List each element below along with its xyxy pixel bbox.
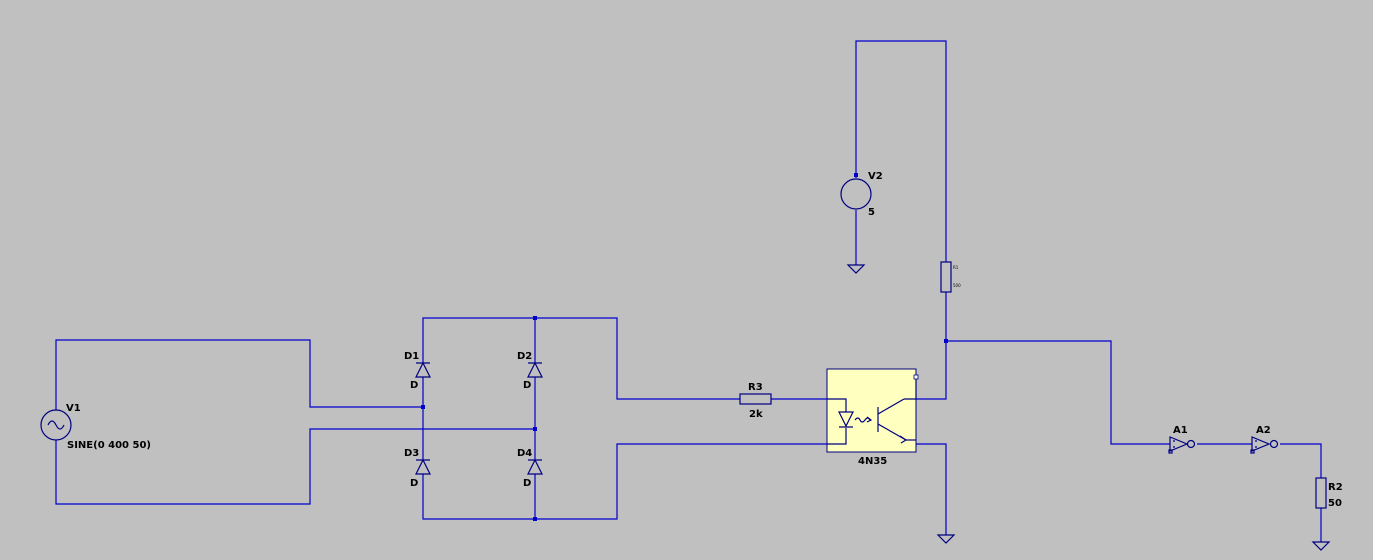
junction-dot — [533, 316, 537, 320]
diode-d1[interactable]: D1 D — [404, 351, 431, 391]
junctions — [421, 173, 948, 521]
resistor-r1[interactable]: R1 500 — [940, 261, 961, 293]
r3-value-label: 2k — [749, 409, 763, 420]
v2-name-label: V2 — [868, 171, 883, 182]
ground-symbol-opto — [936, 534, 956, 544]
inverter-a1[interactable]: A1 — [1168, 425, 1196, 454]
wires — [55, 40, 1322, 542]
junction-dot — [421, 405, 425, 409]
d1-name-label: D1 — [404, 351, 419, 362]
junction-dot — [944, 339, 948, 343]
junction-dot — [854, 173, 858, 177]
d3-model-label: D — [410, 478, 418, 489]
r2-value-label: 50 — [1328, 498, 1342, 509]
wire-emitter-gnd — [916, 443, 947, 535]
wire-v1-top — [55, 339, 423, 410]
d4-model-label: D — [523, 478, 531, 489]
v1-value-label: SINE(0 400 50) — [67, 440, 151, 451]
v2-value-label: 5 — [868, 207, 875, 218]
ground-symbol-r2 — [1311, 541, 1331, 551]
d2-model-label: D — [523, 380, 531, 391]
wire-collector — [916, 292, 947, 400]
r2-name-label: R2 — [1328, 482, 1343, 493]
resistor-r2[interactable]: R2 50 — [1315, 477, 1343, 509]
v1-name-label: V1 — [66, 403, 81, 414]
a2-name-label: A2 — [1256, 425, 1271, 436]
diode-d2[interactable]: D2 D — [517, 351, 543, 391]
d1-model-label: D — [410, 380, 418, 391]
wire-output — [946, 340, 1170, 445]
r1-name-label: R1 — [953, 265, 959, 270]
r1-value-label: 500 — [953, 283, 961, 288]
u1-model-label: 4N35 — [858, 456, 887, 467]
inverter-a2[interactable]: A2 — [1250, 425, 1279, 454]
voltage-source-v2[interactable]: V2 5 — [840, 171, 883, 218]
r3-name-label: R3 — [748, 382, 763, 393]
ground-symbol-v2 — [846, 264, 866, 274]
d3-name-label: D3 — [404, 448, 419, 459]
wire-a2-r2 — [1280, 443, 1322, 478]
junction-dot — [533, 427, 537, 431]
resistor-r3[interactable]: R3 2k — [739, 382, 772, 420]
a1-name-label: A1 — [1173, 425, 1188, 436]
diode-d4[interactable]: D4 D — [517, 448, 543, 489]
voltage-source-v1[interactable]: V1 SINE(0 400 50) — [40, 403, 151, 451]
optocoupler-u1[interactable]: 4N35 — [826, 368, 919, 467]
wire-v2-supply — [855, 40, 947, 262]
wire-bridge-top — [422, 317, 740, 400]
d4-name-label: D4 — [517, 448, 532, 459]
d2-name-label: D2 — [517, 351, 532, 362]
diode-d3[interactable]: D3 D — [404, 448, 431, 489]
junction-dot — [533, 517, 537, 521]
wire-v1-bottom — [55, 428, 535, 505]
wire-bridge-bottom — [422, 443, 827, 520]
